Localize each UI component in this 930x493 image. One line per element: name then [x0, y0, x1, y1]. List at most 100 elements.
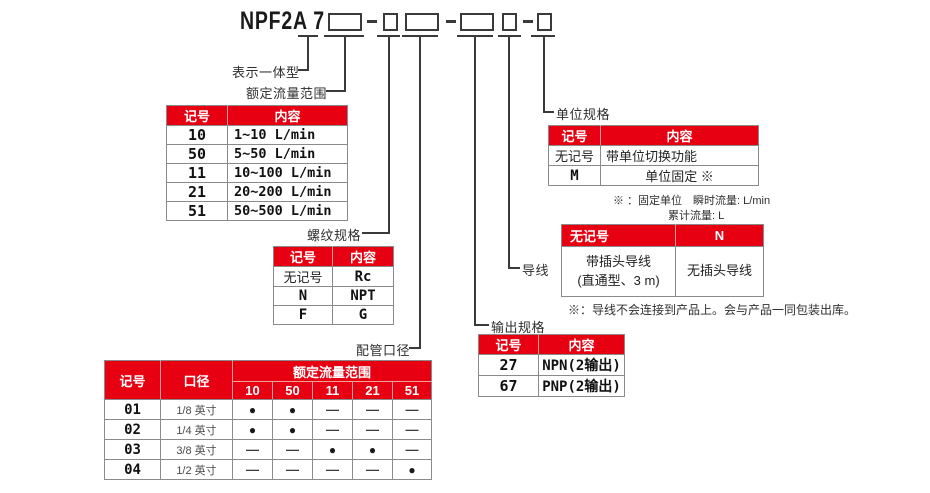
thread-code: N [273, 286, 333, 306]
flow-content: 10~100 L/min [227, 163, 348, 183]
lead-with-plug-line1: 带插头导线 [585, 253, 651, 269]
piping-mark: ● [272, 399, 313, 420]
flow-row: 51 50~500 L/min [166, 201, 348, 221]
piping-mark: ● [232, 399, 273, 420]
piping-row: 02 1/4 英寸 ● ● — — — [104, 419, 433, 440]
piping-mark: ● [312, 439, 353, 460]
flow-table: 记号 内容 10 1~10 L/min 50 5~50 L/min 11 10~… [166, 105, 348, 221]
piping-flow-col: 11 [312, 381, 353, 400]
code-dash-3 [523, 20, 533, 23]
connector-output-h [474, 324, 489, 326]
connector-flow-h [326, 90, 346, 92]
piping-mark: ● [232, 419, 273, 440]
unit-header-code: 记号 [548, 125, 601, 146]
lead-with-plug: 带插头导线 (直通型、3 m) [561, 246, 676, 297]
piping-mark: — [232, 439, 273, 460]
output-row: 27 NPN(2输出) [478, 354, 625, 376]
lead-no-plug: 无插头导线 [675, 246, 764, 297]
unit-content: 带单位切换功能 [600, 145, 759, 166]
piping-header-code: 记号 [104, 360, 161, 400]
connector-integrated-h [298, 69, 309, 71]
output-code: 27 [478, 354, 539, 376]
piping-mark: — [312, 399, 353, 420]
flow-content: 20~200 L/min [227, 182, 348, 202]
unit-note-line1: ※ ：固定单位 瞬时流量: L/min [613, 195, 771, 207]
piping-code: 04 [104, 459, 161, 480]
lead-with-plug-line2: (直通型、3 m) [577, 272, 660, 288]
flow-code: 50 [166, 144, 228, 164]
output-content: PNP(2输出) [538, 375, 625, 397]
piping-mark: ● [391, 459, 433, 480]
piping-table: 记号 口径 额定流量范围 10 50 11 21 51 01 1/8 英寸 ● … [104, 360, 433, 480]
code-box-output [460, 13, 494, 31]
flow-code: 51 [166, 201, 228, 221]
piping-row: 01 1/8 英寸 ● ● — — — [104, 399, 433, 420]
piping-size: 1/4 英寸 [160, 419, 233, 440]
piping-mark: ● [272, 419, 313, 440]
piping-flow-col: 10 [232, 381, 273, 400]
lead-row: 带插头导线 (直通型、3 m) 无插头导线 [561, 246, 764, 297]
piping-flow-col: 51 [391, 381, 433, 400]
unit-code: 无记号 [548, 145, 601, 166]
flow-header-content: 内容 [227, 105, 348, 126]
connector-lead-h [508, 267, 520, 269]
connector-lead [508, 35, 510, 269]
piping-mark: — [352, 459, 393, 480]
flow-code: 10 [166, 125, 228, 145]
piping-mark: — [272, 459, 313, 480]
flow-row: 11 10~100 L/min [166, 163, 348, 183]
callout-thread: 螺纹规格 [307, 228, 362, 243]
unit-code: M [548, 165, 601, 186]
piping-mark: — [272, 439, 313, 460]
thread-row: F G [273, 305, 394, 325]
thread-table: 记号 内容 无记号 Rc N NPT F G [273, 246, 394, 325]
piping-mark: — [391, 399, 433, 420]
connector-output [474, 35, 476, 326]
connector-thread-h [362, 232, 390, 234]
callout-flow: 额定流量范围 [246, 86, 328, 101]
unit-row: 无记号 带单位切换功能 [548, 145, 759, 166]
piping-size: 1/2 英寸 [160, 459, 233, 480]
piping-mark: — [312, 459, 353, 480]
flow-content: 5~50 L/min [227, 144, 348, 164]
piping-flow-col: 50 [272, 381, 313, 400]
piping-flow-col: 21 [352, 381, 393, 400]
callout-integrated: 表示一体型 [232, 65, 300, 80]
piping-mark: — [232, 459, 273, 480]
piping-size: 3/8 英寸 [160, 439, 233, 460]
piping-mark: — [391, 439, 433, 460]
piping-mark: — [312, 419, 353, 440]
thread-code: F [273, 305, 333, 325]
code-dash-1 [367, 20, 377, 23]
thread-header-code: 记号 [273, 246, 333, 267]
piping-row: 03 3/8 英寸 — — ● ● — [104, 439, 433, 460]
callout-unit: 单位规格 [556, 107, 611, 122]
output-row: 67 PNP(2输出) [478, 375, 625, 397]
thread-header-content: 内容 [332, 246, 394, 267]
unit-table: 记号 内容 无记号 带单位切换功能 M 单位固定 ※ [548, 125, 759, 186]
lead-header-n: N [675, 224, 764, 247]
callout-lead: 导线 [522, 263, 550, 278]
unit-content: 单位固定 ※ [600, 165, 759, 186]
piping-row: 04 1/2 英寸 — — — — ● [104, 459, 433, 480]
thread-row: 无记号 Rc [273, 266, 394, 287]
connector-piping-h [409, 347, 421, 349]
lead-header-blank: 无记号 [561, 224, 676, 247]
thread-content: NPT [332, 286, 394, 306]
connector-thread [388, 35, 390, 234]
output-code: 67 [478, 375, 539, 397]
flow-code: 21 [166, 182, 228, 202]
thread-content: Rc [332, 266, 394, 287]
thread-content: G [332, 305, 394, 325]
code-box-unit [537, 13, 552, 31]
thread-row: N NPT [273, 286, 394, 306]
flow-content: 50~500 L/min [227, 201, 348, 221]
piping-mark: — [352, 419, 393, 440]
piping-size: 1/8 英寸 [160, 399, 233, 420]
flow-row: 21 20~200 L/min [166, 182, 348, 202]
code-box-thread [383, 13, 398, 31]
output-header-content: 内容 [538, 334, 625, 355]
code-box-lead [502, 13, 517, 31]
connector-unit [543, 35, 545, 113]
